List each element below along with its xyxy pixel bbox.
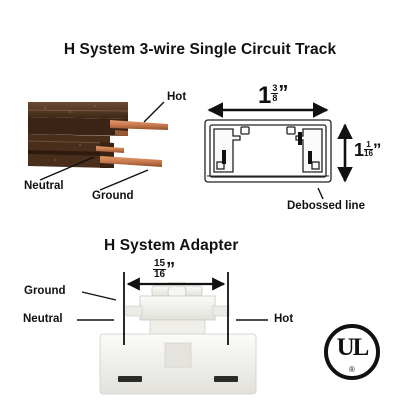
- ground-label: Ground: [92, 190, 134, 202]
- adapter-width-numerator: 15: [153, 258, 167, 270]
- track-title: H System 3-wire Single Circuit Track: [63, 41, 337, 58]
- adapter-neutral-label: Neutral: [23, 313, 63, 325]
- hot-label: Hot: [167, 91, 187, 103]
- neutral-leader-line: [39, 156, 95, 181]
- ground-leader-line: [99, 169, 149, 191]
- track-width-numerator: 3: [271, 83, 279, 94]
- left-conductor-mark: [222, 150, 226, 164]
- ul-mark-text: UL: [336, 334, 370, 361]
- track-width-whole: 1: [258, 82, 272, 109]
- right-conductor-mark-lower: [308, 151, 312, 164]
- inch-mark: ”: [372, 140, 382, 159]
- debossed-leader-line: [317, 187, 324, 200]
- neutral-label: Neutral: [24, 180, 64, 192]
- right-conductor-mark-upper: [298, 132, 302, 145]
- track-height-denominator: 16: [364, 149, 373, 158]
- track-photo: [27, 102, 168, 168]
- track-width-denominator: 8: [272, 93, 278, 103]
- adapter-width-dimension: 15 16 ”: [153, 259, 175, 280]
- track-width-dimension: 1 3 8 ”: [258, 82, 288, 110]
- inch-mark: ”: [278, 82, 289, 104]
- adapter-width-denominator: 16: [154, 269, 166, 280]
- debossed-line-label: Debossed line: [287, 200, 365, 212]
- adapter-ground-label: Ground: [24, 285, 66, 297]
- inch-mark: ”: [166, 259, 176, 279]
- adapter-ground-leader: [81, 291, 117, 301]
- adapter-title: H System Adapter: [104, 237, 239, 254]
- hot-leader-line: [143, 101, 165, 123]
- track-height-dimension: 1 1 16 ”: [354, 140, 381, 161]
- ul-certification-mark: [324, 324, 380, 380]
- adapter-hot-label: Hot: [274, 313, 294, 325]
- track-height-numerator: 1: [364, 141, 373, 150]
- track-height-whole: 1: [354, 140, 365, 160]
- ul-trademark-symbol: ®: [349, 365, 355, 374]
